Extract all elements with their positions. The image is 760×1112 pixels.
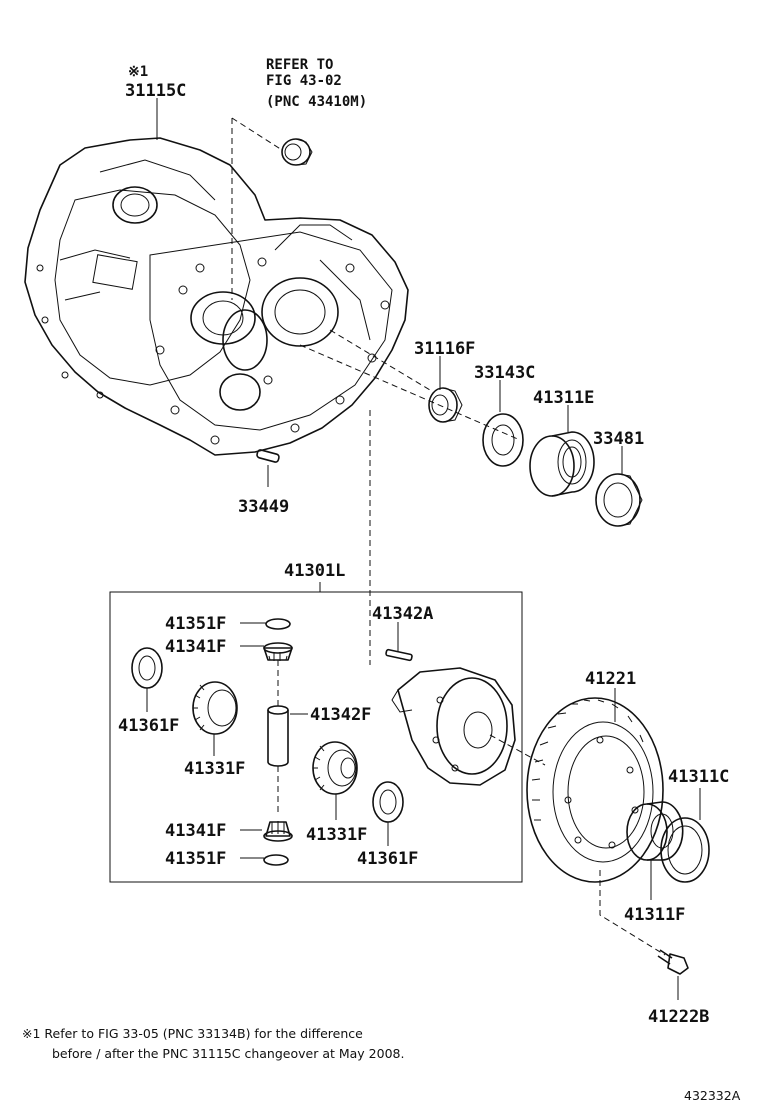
differential-kit-box xyxy=(109,591,523,883)
seal-33481[interactable] xyxy=(595,473,643,527)
label-41301l: 41301L xyxy=(284,561,345,581)
label-31115c: 31115C xyxy=(125,81,186,101)
shaft-41342f[interactable] xyxy=(267,705,289,767)
label-pnc-43410m: (PNC 43410M) xyxy=(266,94,367,110)
pin-41342a[interactable] xyxy=(385,648,413,662)
oil-seal-31116f[interactable] xyxy=(428,387,463,423)
label-41341f-bottom: 41341F xyxy=(165,821,226,841)
ring-gear-41221[interactable] xyxy=(526,697,664,883)
footnote-line-1: ※1 Refer to FIG 33-05 (PNC 33134B) for t… xyxy=(22,1026,363,1041)
pinion-41341f-top[interactable] xyxy=(263,642,293,661)
label-fig-43-02: FIG 43-02 xyxy=(266,73,342,89)
washer-41361f-left[interactable] xyxy=(131,647,163,689)
label-41221: 41221 xyxy=(585,669,636,689)
label-41331f-left: 41331F xyxy=(184,759,245,779)
label-41351f-top: 41351F xyxy=(165,614,226,634)
label-refer-to: REFER TO xyxy=(266,57,333,73)
washer-41351f-top[interactable] xyxy=(265,618,291,630)
label-41342f: 41342F xyxy=(310,705,371,725)
side-gear-41331f-right[interactable] xyxy=(312,741,358,795)
label-41311f: 41311F xyxy=(624,905,685,925)
label-41361f-left: 41361F xyxy=(118,716,179,736)
bearing-41311f[interactable] xyxy=(626,801,684,861)
oil-seal-ref-43410m[interactable] xyxy=(281,138,313,166)
differential-case[interactable] xyxy=(391,667,516,786)
bearing-41311e[interactable] xyxy=(529,431,595,497)
label-41222b: 41222B xyxy=(648,1007,709,1027)
footnote-line-2: before / after the PNC 31115C changeover… xyxy=(52,1046,404,1061)
label-41311c: 41311C xyxy=(668,767,729,787)
figure-id: 432332A xyxy=(684,1088,741,1103)
washer-41361f-right[interactable] xyxy=(372,781,404,823)
label-31116f: 31116F xyxy=(414,339,475,359)
ref-mark: ※1 xyxy=(128,64,148,80)
label-41311e: 41311E xyxy=(533,388,594,408)
transaxle-housing[interactable] xyxy=(24,137,409,456)
label-33143c: 33143C xyxy=(474,363,535,383)
ring-33143c[interactable] xyxy=(482,413,524,467)
label-41341f-top: 41341F xyxy=(165,637,226,657)
pin-33449[interactable] xyxy=(256,449,280,463)
washer-41351f-bottom[interactable] xyxy=(263,854,289,866)
label-41331f-right: 41331F xyxy=(306,825,367,845)
side-gear-41331f-left[interactable] xyxy=(192,681,238,735)
label-33449: 33449 xyxy=(238,497,289,517)
label-41351f-bottom: 41351F xyxy=(165,849,226,869)
bolt-41222b[interactable] xyxy=(657,949,689,975)
race-41311c[interactable] xyxy=(660,817,710,883)
label-41342a: 41342A xyxy=(372,604,433,624)
label-41361f-right: 41361F xyxy=(357,849,418,869)
pinion-41341f-bottom[interactable] xyxy=(263,821,293,842)
label-33481: 33481 xyxy=(593,429,644,449)
